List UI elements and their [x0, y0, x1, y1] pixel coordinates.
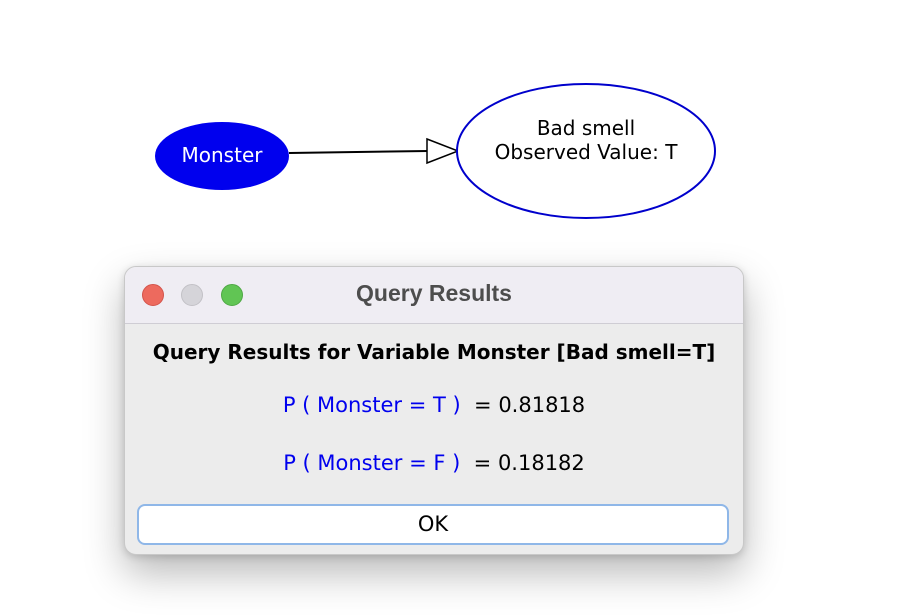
node-bad-smell-name: Bad smell: [536, 116, 636, 140]
node-bad-smell-observed: Observed Value: T: [494, 140, 678, 164]
node-monster[interactable]: [155, 122, 289, 190]
dialog-titlebar[interactable]: Query Results: [125, 267, 743, 324]
ok-button[interactable]: OK: [137, 504, 729, 545]
node-bad-smell-label: Bad smell Observed Value: T: [458, 116, 714, 164]
result-row-true: P ( Monster = T ) = 0.81818: [125, 393, 743, 417]
node-bad-smell[interactable]: [456, 83, 716, 219]
dialog-title: Query Results: [356, 280, 512, 306]
edge-arrowhead: [426, 137, 461, 165]
close-window-icon[interactable]: [142, 284, 164, 306]
result-value: = 0.18182: [473, 451, 585, 475]
results-heading: Query Results for Variable Monster [Bad …: [152, 340, 716, 364]
query-results-dialog: Query Results Query Results for Variable…: [124, 266, 744, 555]
result-row-false: P ( Monster = F ) = 0.18182: [125, 451, 743, 475]
zoom-window-icon[interactable]: [221, 284, 243, 306]
minimize-window-icon[interactable]: [181, 284, 203, 306]
result-value: = 0.81818: [474, 393, 586, 417]
node-monster-label: Monster: [181, 143, 263, 167]
result-expression: P ( Monster = T ): [282, 393, 461, 417]
edge-monster-to-bad-smell: [288, 150, 429, 154]
result-expression: P ( Monster = F ): [283, 451, 461, 475]
